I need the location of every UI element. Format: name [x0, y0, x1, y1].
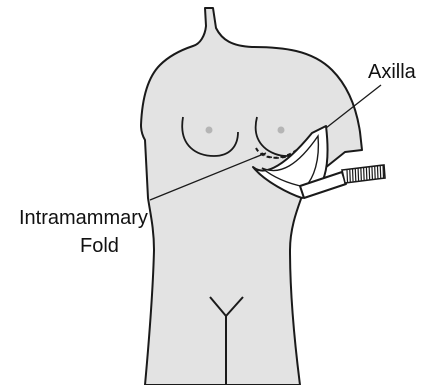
hose-rib — [358, 168, 359, 180]
hose-rib — [375, 166, 376, 179]
hose-rib — [383, 165, 384, 178]
fold-label: Fold — [80, 235, 119, 257]
hose-rib — [355, 169, 356, 181]
hose-rib — [372, 167, 373, 180]
hose-rib — [347, 170, 348, 182]
hose-rib — [366, 167, 367, 180]
hose-rib — [364, 168, 365, 180]
hose-rib — [377, 166, 378, 179]
left-nipple — [206, 127, 213, 134]
right-nipple — [278, 127, 285, 134]
hose-rib — [380, 165, 381, 178]
hose-rib — [353, 169, 354, 181]
hose-rib — [361, 168, 362, 180]
hose-rib — [350, 170, 351, 182]
probe-hose — [342, 165, 385, 183]
axilla-label: Axilla — [368, 61, 417, 83]
hose-rib — [369, 167, 370, 180]
torso-silhouette — [141, 8, 362, 385]
intramammary-label: Intramammary — [19, 207, 148, 229]
